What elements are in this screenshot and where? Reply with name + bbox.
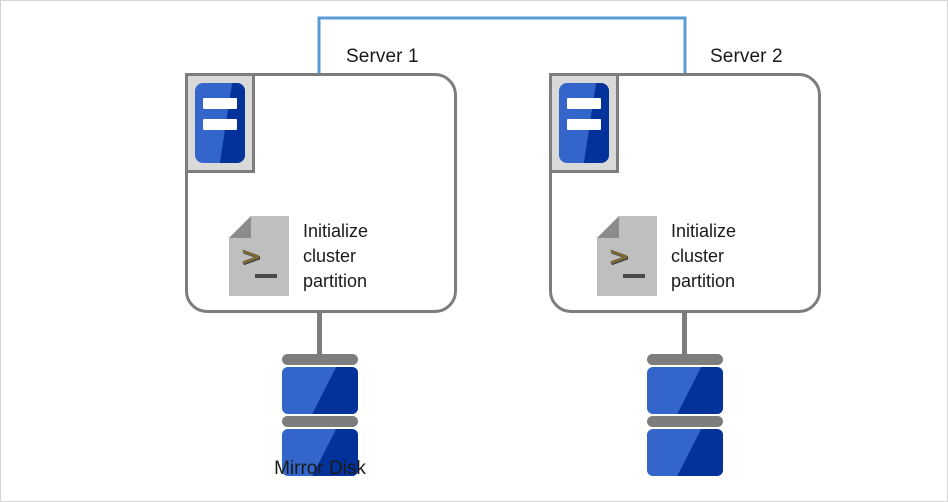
server-chassis-bar-top [203,98,237,109]
disk-platter-shading [312,367,358,414]
disk-platter-upper [647,367,723,414]
server-2-disk-connector [682,313,687,359]
server-1-disk-label: Mirror Disk [274,458,366,479]
server-chassis-bar-top [567,98,601,109]
disk-bar-middle [282,416,358,427]
server-1-disk-connector [317,313,322,359]
server-chassis [559,83,609,163]
disk-platter-upper [282,367,358,414]
disk-platter-lower [282,429,358,476]
server-2-action-text: Initialize cluster partition [671,220,737,291]
script-terminal-icon: > [597,216,657,296]
script-cursor-icon [623,274,645,278]
disk-bar-top [282,354,358,365]
disk-bar-middle [647,416,723,427]
server-2-disk-icon [647,354,723,478]
server-chassis-bar-bottom [203,119,237,130]
server-chassis-bar-bottom [567,119,601,130]
disk-platter-shading [677,367,723,414]
script-prompt-glyph: > [240,242,262,272]
server-1-action-text: Initialize cluster partition [303,220,369,291]
script-folded-corner-icon [597,216,619,238]
server-2-label: Server 2 [710,46,783,67]
script-cursor-icon [255,274,277,278]
script-terminal-icon: > [229,216,289,296]
server-2-action-row: > Initialize cluster partition [597,216,736,296]
server-1-action-row: > Initialize cluster partition [229,216,368,296]
server-1-disk-icon [282,354,358,478]
server-1-label: Server 1 [346,46,419,67]
disk-bar-top [647,354,723,365]
script-folded-corner-icon [229,216,251,238]
server-1-machine-icon [185,73,255,173]
script-prompt-glyph: > [608,242,630,272]
server-chassis [195,83,245,163]
disk-platter-shading [677,429,723,476]
disk-platter-lower [647,429,723,476]
server-2-machine-icon [549,73,619,173]
